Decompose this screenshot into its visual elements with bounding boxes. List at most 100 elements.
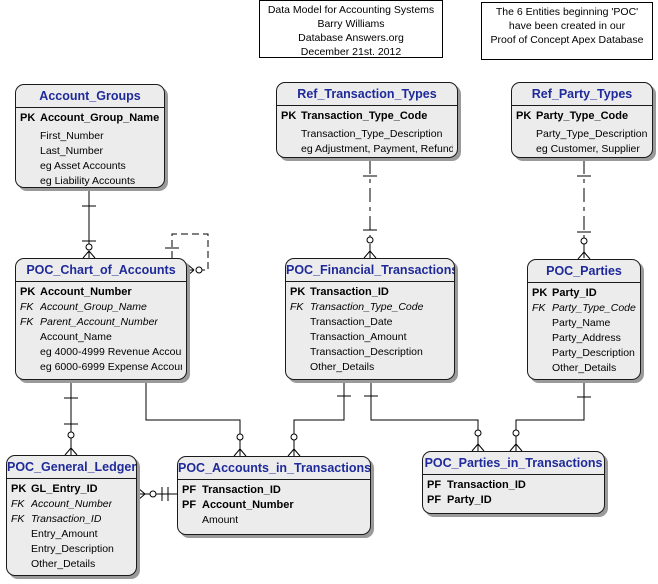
- key-marker: [11, 557, 31, 572]
- attribute-name: Transaction_ID: [447, 479, 526, 491]
- attribute-row: eg Customer, Supplier: [516, 142, 648, 157]
- entity-title: POC_Parties_in_Transactions: [423, 452, 604, 475]
- key-marker: FK: [290, 301, 304, 313]
- attribute-row: Party_Name: [532, 316, 636, 331]
- attribute-name: eg Adjustment, Payment, Refund: [301, 143, 453, 155]
- note-line: Database Answers.org: [298, 32, 404, 44]
- attribute-name: Party_Type_Code: [536, 110, 629, 122]
- entity-title: Account_Groups: [16, 85, 164, 108]
- key-marker: [532, 361, 552, 376]
- attribute-row: Amount: [182, 513, 366, 528]
- key-marker: [532, 316, 552, 331]
- key-marker: [290, 315, 310, 330]
- entity-title: POC_Accounts_in_Transactions: [178, 457, 370, 480]
- key-marker: [290, 345, 310, 360]
- attribute-name: Transaction_Type_Code: [310, 301, 424, 313]
- foreign-key-row: FK Parent_Account_Number: [20, 315, 182, 330]
- entity-poc-financial-transactions[interactable]: POC_Financial_Transactions PK Transaction…: [285, 258, 455, 380]
- entity-title: Ref_Transaction_Types: [277, 83, 457, 106]
- key-marker: [281, 127, 301, 142]
- attribute-name: Amount: [202, 514, 239, 526]
- key-marker: [532, 331, 552, 346]
- key-marker: [11, 527, 31, 542]
- primary-key-row: PK Account_Number: [20, 285, 182, 300]
- rel-financial-transactions-parties-in-transactions: [364, 381, 485, 452]
- key-marker: PK: [20, 286, 36, 298]
- attribute-name: Account_Group_Name: [40, 112, 160, 124]
- attribute-name: GL_Entry_ID: [31, 483, 98, 495]
- attribute-name: Last_Number: [40, 145, 104, 157]
- foreign-key-row: FK Transaction_Type_Code: [290, 300, 450, 315]
- key-marker: [516, 127, 536, 142]
- attribute-row: Transaction_Date: [290, 315, 450, 330]
- attribute-name: Party_Type_Description: [536, 128, 648, 140]
- key-marker: [20, 345, 40, 360]
- note-line: have been created in our: [508, 20, 626, 32]
- attribute-row: eg 6000-6999 Expense Accounts: [20, 360, 182, 375]
- primary-key-row: PK Account_Group_Name: [20, 111, 160, 126]
- attribute-name: Account_Name: [40, 331, 112, 343]
- rel-transaction-types-financial-transactions: [363, 160, 377, 259]
- entity-title: POC_Chart_of_Accounts: [16, 259, 186, 282]
- attribute-name: Transaction_Amount: [310, 331, 407, 343]
- key-marker: FK: [20, 316, 34, 328]
- key-marker: PK: [281, 110, 297, 122]
- key-marker: PK: [290, 286, 306, 298]
- attribute-name: Party_Address: [552, 332, 621, 344]
- key-marker: [182, 513, 202, 528]
- attribute-name: Parent_Account_Number: [40, 316, 158, 328]
- rel-chart-of-accounts-general-ledger: [64, 381, 78, 456]
- attribute-name: Entry_Description: [31, 543, 114, 555]
- key-marker: FK: [11, 513, 25, 525]
- key-marker: [532, 346, 552, 361]
- attribute-row: Other_Details: [11, 557, 132, 572]
- note-line: December 21st. 2012: [300, 46, 402, 58]
- key-marker: FK: [532, 302, 546, 314]
- primary-key-row: PK GL_Entry_ID: [11, 482, 132, 497]
- attribute-row: eg Liability Accounts: [20, 174, 160, 189]
- attribute-row: Other_Details: [532, 361, 636, 376]
- attribute-name: eg Liability Accounts: [40, 175, 136, 187]
- key-marker: FK: [20, 301, 34, 313]
- attribute-row: First_Number: [20, 129, 160, 144]
- attribute-name: Transaction_ID: [202, 484, 281, 496]
- key-marker: PK: [20, 112, 36, 124]
- entity-title: POC_Financial_Transactions: [286, 259, 454, 282]
- attribute-name: Account_Number: [40, 286, 132, 298]
- key-marker: [20, 174, 40, 189]
- entity-poc-chart-of-accounts[interactable]: POC_Chart_of_Accounts PK Account_Number F…: [15, 258, 187, 380]
- attribute-row: eg Asset Accounts: [20, 159, 160, 174]
- attribute-name: Other_Details: [552, 362, 617, 374]
- entity-account-groups[interactable]: Account_Groups PK Account_Group_Name Firs…: [15, 84, 165, 188]
- attribute-row: Entry_Amount: [11, 527, 132, 542]
- note-line: Proof of Concept Apex Database: [490, 34, 644, 46]
- attribute-name: eg 4000-4999 Revenue Accounts: [40, 346, 182, 358]
- attribute-name: eg 6000-6999 Expense Accounts: [40, 361, 182, 373]
- key-marker: [516, 142, 536, 157]
- key-marker: PK: [516, 110, 532, 122]
- attribute-name: First_Number: [40, 130, 104, 142]
- key-marker: [20, 159, 40, 174]
- key-marker: [290, 360, 310, 375]
- key-marker: PK: [11, 483, 27, 495]
- rel-chart-of-accounts-accounts-in-transactions: [145, 381, 247, 457]
- rel-financial-transactions-accounts-in-transactions: [287, 381, 351, 457]
- key-marker: PK: [532, 287, 548, 299]
- attribute-row: Party_Type_Description: [516, 127, 648, 142]
- attribute-name: eg Asset Accounts: [40, 160, 126, 172]
- attribute-row: Entry_Description: [11, 542, 132, 557]
- attribute-name: Account_Number: [202, 499, 294, 511]
